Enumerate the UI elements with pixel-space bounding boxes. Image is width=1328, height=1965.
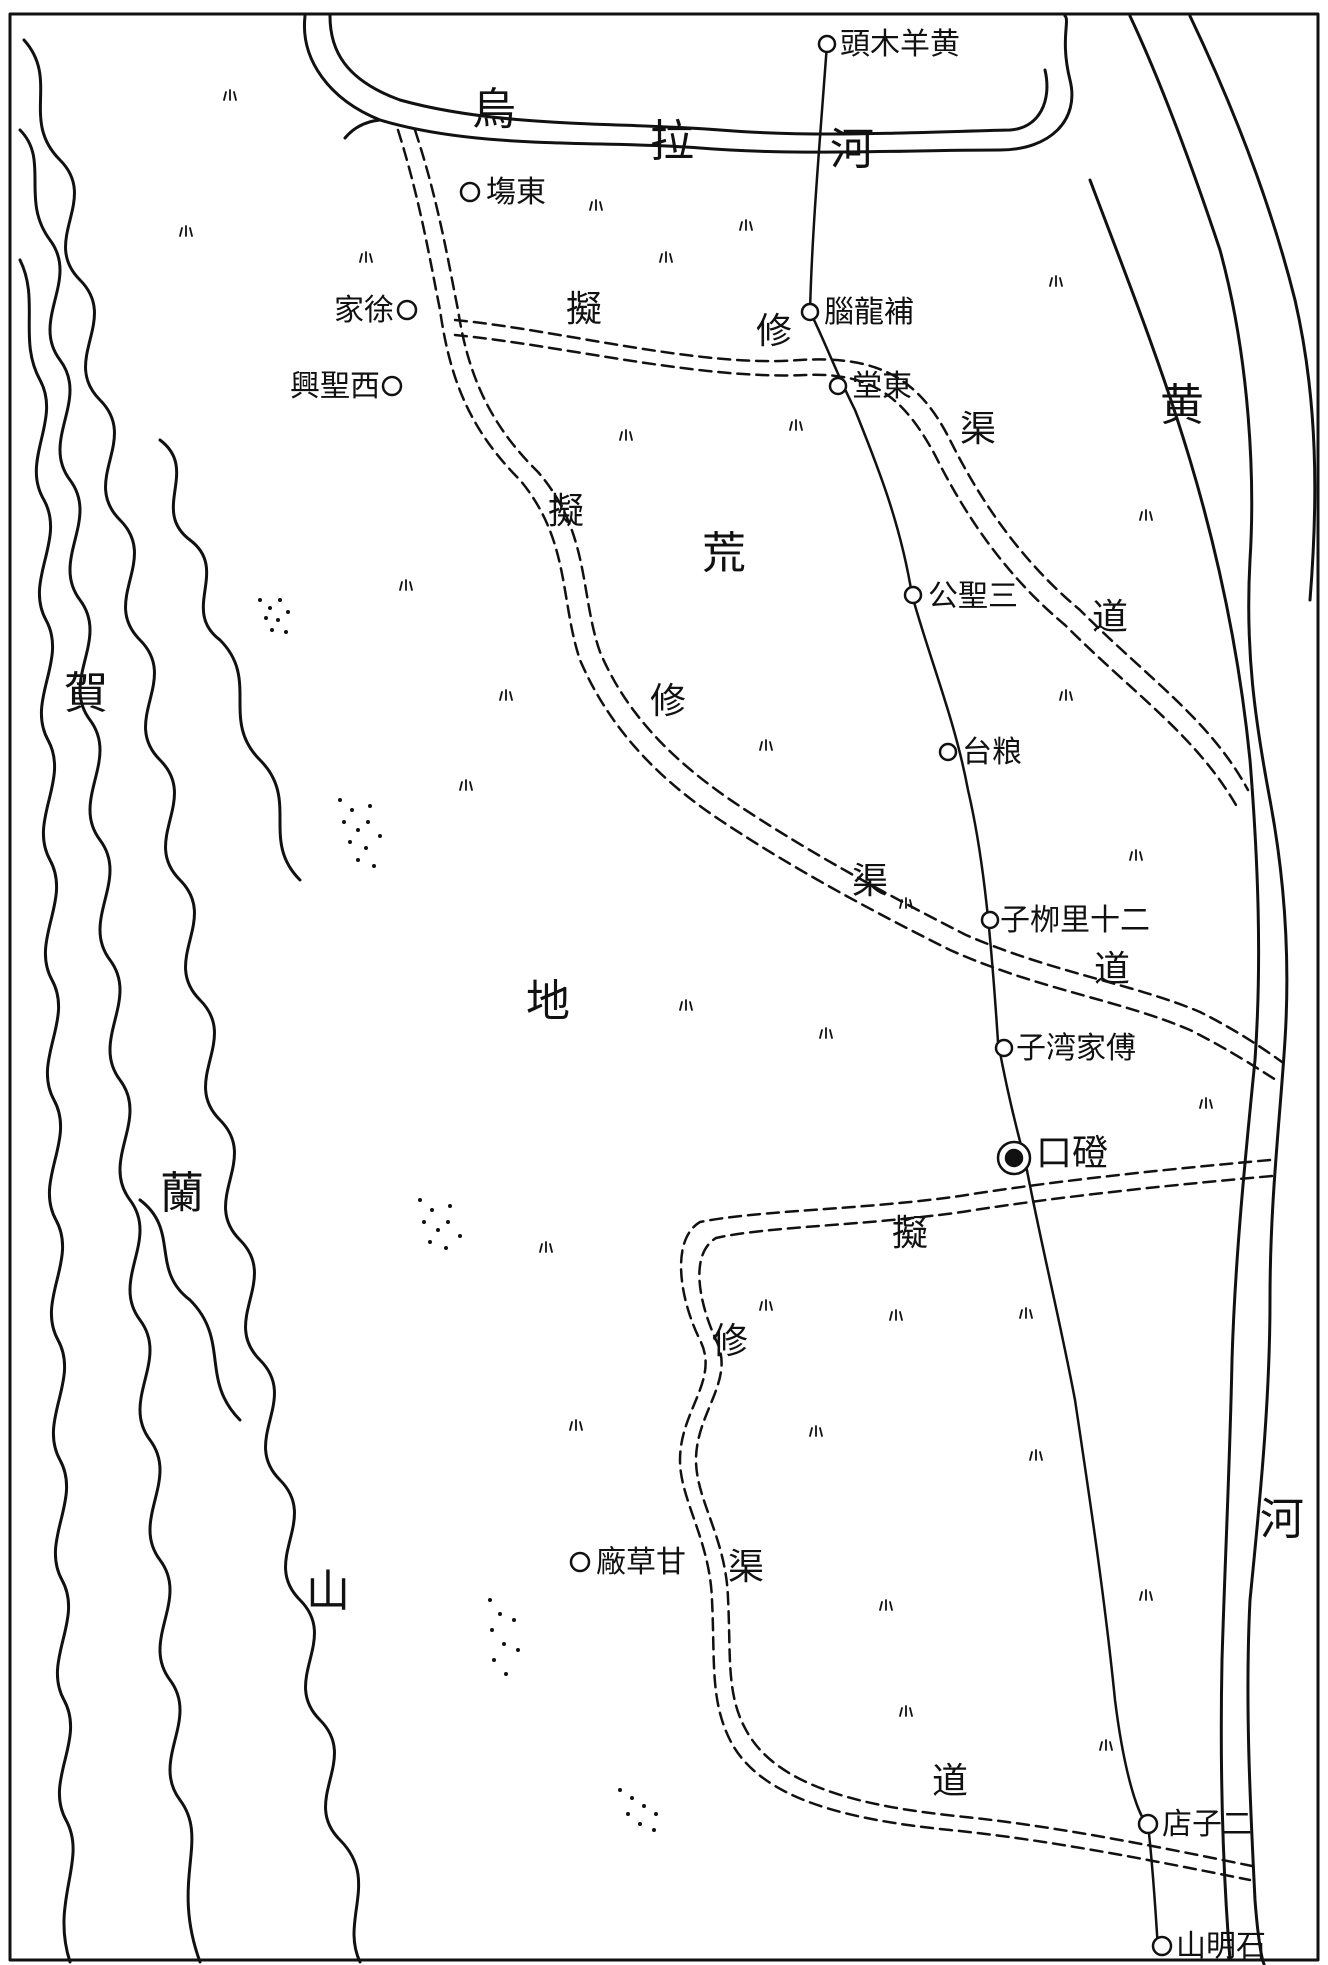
wula-river-label-2: 拉 xyxy=(650,116,694,167)
wula-river-label-1: 烏 xyxy=(472,84,516,135)
north-canal-label-4: 道 xyxy=(1092,597,1129,638)
middle-canal-label-1: 擬 xyxy=(548,491,585,532)
main-road xyxy=(808,42,1160,1952)
yellow-river xyxy=(1088,14,1317,1965)
marker-fujiawan xyxy=(994,1038,1014,1058)
town-xujia: 家徐 xyxy=(334,293,394,328)
south-canal-label-3: 渠 xyxy=(728,1547,765,1588)
north-canal xyxy=(453,318,1250,807)
marker-erzidian xyxy=(1137,1813,1159,1835)
yellow-river-label-1: 黄 xyxy=(1160,380,1204,431)
marker-xujia xyxy=(396,299,418,321)
helan-label-3: 山 xyxy=(306,1566,350,1617)
middle-canal xyxy=(396,128,1284,1082)
south-canal xyxy=(678,1158,1274,1882)
plain-label-2: 地 xyxy=(526,976,570,1027)
grass-tufts xyxy=(179,89,1213,1751)
marker-dengkou-inner xyxy=(1004,1148,1024,1168)
middle-canal-label-3: 渠 xyxy=(852,861,889,902)
helan-mountains xyxy=(18,38,362,1964)
marker-dongtang xyxy=(828,376,848,396)
marker-gancaochang xyxy=(569,1551,591,1573)
town-liangtai: 台粮 xyxy=(962,735,1022,770)
town-fujiawan: 子湾家傅 xyxy=(1016,1031,1136,1066)
marker-bulongnao xyxy=(800,302,820,322)
town-dongtang: 堂東 xyxy=(852,369,912,404)
north-canal-label-2: 修 xyxy=(756,311,793,352)
north-canal-label-1: 擬 xyxy=(566,289,603,330)
wula-river xyxy=(302,14,1074,154)
town-dengkou: 口磴 xyxy=(1036,1133,1109,1174)
town-shimingshan: 山明石 xyxy=(1176,1929,1266,1964)
helan-label-2: 蘭 xyxy=(160,1168,204,1219)
south-canal-label-2: 修 xyxy=(712,1321,749,1362)
town-gancaochang: 廠草甘 xyxy=(596,1545,686,1580)
marker-liangtai xyxy=(938,742,958,762)
town-huangyangmutou: 頭木羊黄 xyxy=(840,27,960,62)
plain-label-1: 荒 xyxy=(702,528,746,579)
helan-label-1: 賀 xyxy=(64,668,108,719)
marker-ershilizi xyxy=(980,910,1000,930)
town-erzidian: 店子二 xyxy=(1162,1807,1252,1842)
sand-stipple xyxy=(258,598,658,1832)
south-canal-label-4: 道 xyxy=(932,1761,969,1802)
middle-canal-label-2: 修 xyxy=(650,681,687,722)
town-ershilizi: 子栁里十二 xyxy=(1000,903,1150,938)
town-dongchang: 塲東 xyxy=(486,175,546,210)
map-frame xyxy=(8,12,1320,1962)
north-canal-label-3: 渠 xyxy=(960,409,997,450)
marker-xishengxing xyxy=(381,375,403,397)
yellow-river-label-2: 河 xyxy=(1260,1494,1304,1545)
south-canal-label-1: 擬 xyxy=(892,1213,929,1254)
marker-shimingshan xyxy=(1151,1935,1173,1957)
marker-dongchang xyxy=(459,181,481,203)
marker-huangyangmutou xyxy=(817,34,837,54)
town-bulongnao: 腦龍補 xyxy=(824,295,914,330)
marker-sansheng xyxy=(903,585,923,605)
town-markers xyxy=(381,34,1173,1957)
town-xishengxing: 興聖西 xyxy=(290,369,380,404)
wula-river-label-3: 河 xyxy=(830,124,874,175)
town-sansheng: 公聖三 xyxy=(928,579,1018,614)
middle-canal-label-4: 道 xyxy=(1094,949,1131,990)
